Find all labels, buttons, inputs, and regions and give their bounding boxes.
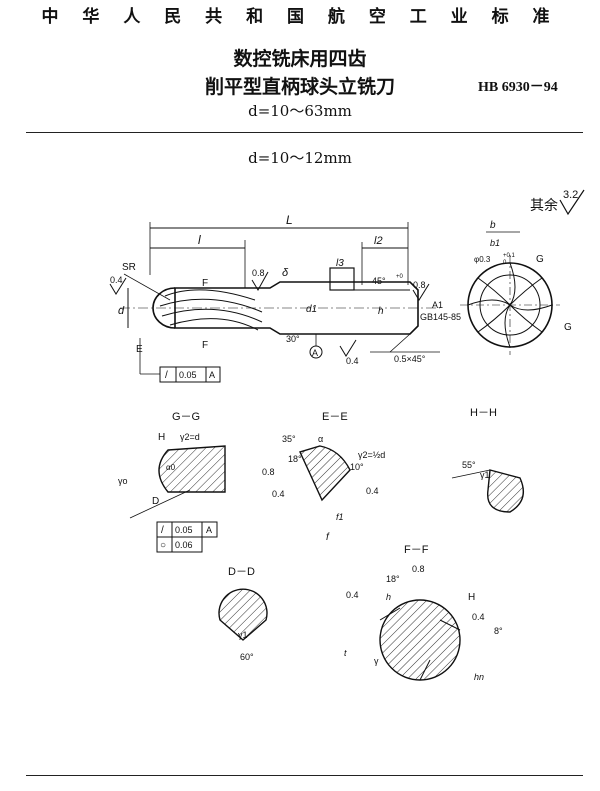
ee-title: E－E <box>322 411 348 423</box>
ee-r04a: 0.4 <box>272 489 285 499</box>
gg-D: D <box>152 496 159 507</box>
ee-ang18: 18° <box>288 454 302 464</box>
dim-d: d <box>118 305 125 317</box>
ff-title: F－F <box>404 544 429 556</box>
dim-h: h <box>378 306 384 317</box>
end-hole-tol-bot: 0 <box>503 260 507 266</box>
dim-b1: b1 <box>490 238 500 248</box>
dd-gamma: γ1 <box>238 630 248 640</box>
rough-04-left: 0.4 <box>110 275 123 285</box>
ff-ang8: 8° <box>494 626 503 636</box>
ff-H: H <box>468 592 475 603</box>
rough-08-right: 0.8 <box>413 280 426 290</box>
dim-SR: SR <box>122 262 136 273</box>
end-view: b b1 φ0.3 +0.1 0 G G <box>460 220 572 355</box>
gg-tol1-val: 0.05 <box>175 525 193 535</box>
ee-ang10: 10° <box>350 462 364 472</box>
ee-alpha: α <box>318 434 323 444</box>
rough-04-bottom: 0.4 <box>346 356 359 366</box>
ee-r04b: 0.4 <box>366 486 379 496</box>
tol-45: +0 <box>396 274 404 280</box>
ff-r04a: 0.4 <box>346 590 359 600</box>
chamfer: 0.5×45° <box>394 354 426 364</box>
ff-r08: 0.8 <box>412 564 425 574</box>
section-gg: G－G H γ2=d γo α0 D / 0.05 A ○ 0.06 <box>118 411 226 553</box>
section-E-marker: E <box>136 344 143 355</box>
section-G-right: G <box>564 322 572 333</box>
section-G-top: G <box>536 254 544 265</box>
surface-note-value: 3.2 <box>563 189 578 201</box>
standard-code: HB 6930－94 <box>478 80 558 95</box>
footer-rule <box>26 775 583 776</box>
sub-range: d=10～12mm <box>248 149 352 167</box>
gg-tol2-sym: ○ <box>160 540 166 551</box>
gg-alpha: α0 <box>166 463 176 472</box>
ee-gamma-eq: γ2=½d <box>358 450 385 460</box>
dim-L: L <box>286 213 293 227</box>
surface-note-label: 其余 <box>530 197 558 213</box>
delta: δ <box>282 267 289 279</box>
ff-h: h <box>386 592 391 602</box>
page-title-line1: 数控铣床用四齿 <box>233 48 367 70</box>
center-hole-std: GB145-85 <box>420 312 461 322</box>
ff-gamma: γ <box>374 656 379 666</box>
rough-08: 0.8 <box>252 268 265 278</box>
end-hole: φ0.3 <box>474 255 491 264</box>
ee-f1: f1 <box>336 512 344 522</box>
ff-hn: hn <box>474 672 484 682</box>
ee-ang35: 35° <box>282 434 296 444</box>
section-F-marker-bottom: F <box>202 340 208 351</box>
dim-l2: l2 <box>374 235 383 247</box>
ff-r04b: 0.4 <box>472 612 485 622</box>
section-ff: F－F 18° 0.8 0.4 0.4 H 8° γ h t hn <box>344 544 503 682</box>
section-F-marker-top: F <box>202 278 208 289</box>
surface-finish-note: 其余 3.2 <box>530 189 585 216</box>
dd-title: D－D <box>228 566 255 578</box>
center-hole: A1 <box>432 300 443 310</box>
section-dd: D－D γ1 60° <box>218 566 268 662</box>
runout-val: 0.05 <box>179 370 197 380</box>
hh-gamma: γ1 <box>480 470 490 480</box>
gg-title: G－G <box>172 411 200 423</box>
ff-ang18: 18° <box>386 574 400 584</box>
hh-ang55: 55° <box>462 460 476 470</box>
page-title-line2: 削平型直柄球头立铣刀 <box>204 76 395 98</box>
runout-sym: / <box>165 370 168 381</box>
dim-l3: l3 <box>336 258 344 269</box>
gg-gamma-eq: γ2=d <box>180 432 200 442</box>
ff-t: t <box>344 648 347 658</box>
dim-b: b <box>490 220 496 231</box>
hh-title: H－H <box>470 407 497 419</box>
gg-H: H <box>158 432 165 443</box>
gg-tol1-datum: A <box>206 525 212 535</box>
angle-30: 30° <box>286 334 300 344</box>
diameter-range: d=10～63mm <box>248 102 352 120</box>
runout-datum: A <box>209 370 215 380</box>
main-view: L l l2 l3 d d1 h SR 0.4 <box>109 213 461 383</box>
dd-ang60: 60° <box>240 652 254 662</box>
section-hh: H－H 55° γ1 <box>451 407 524 513</box>
header-rule <box>26 132 583 133</box>
section-ee: E－E 35° 18° 10° α γ2=½d 0.8 0.4 0.4 f1 f <box>262 411 385 543</box>
gg-tol2-val: 0.06 <box>175 540 193 550</box>
dim-l: l <box>198 233 201 247</box>
angle-45: 45° <box>372 276 386 286</box>
ee-f: f <box>326 532 330 543</box>
gg-tol1-sym: / <box>161 525 164 536</box>
end-hole-tol-top: +0.1 <box>503 253 516 259</box>
datum-A: A <box>312 348 318 358</box>
gg-gamma0: γo <box>118 476 128 486</box>
ee-r08: 0.8 <box>262 467 275 477</box>
dim-d1: d1 <box>306 304 317 315</box>
standard-organization: 中 华 人 民 共 和 国 航 空 工 业 标 准 <box>41 7 559 27</box>
